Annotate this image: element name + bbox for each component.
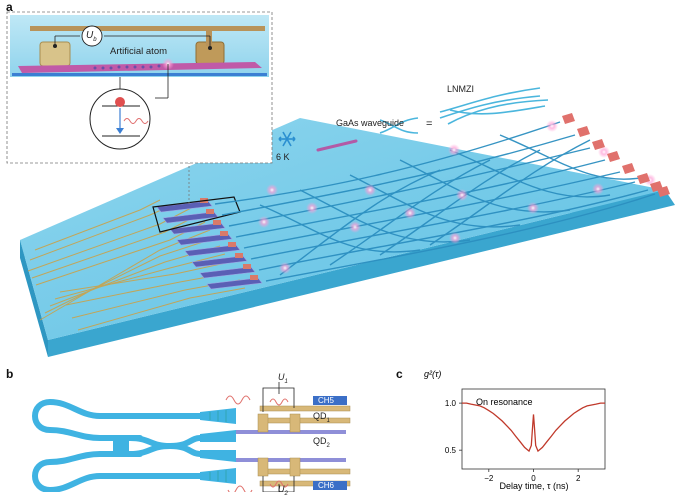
lnmzi-symbol: [379, 87, 549, 134]
voltage-subscript: b: [93, 37, 97, 43]
panel-b-circuit: [32, 382, 351, 492]
u2-label: U2: [278, 484, 288, 497]
g2-chart: −2 0 2 0.5 1.0 g²(τ) On resonance Delay time…: [424, 369, 606, 491]
directional-couplers: [32, 398, 203, 492]
snowflake-icon: [278, 131, 296, 147]
gaas-waveguide-symbol: [316, 139, 358, 152]
y-tick-label: 1.0: [445, 399, 457, 408]
qd2-subscript: 2: [326, 442, 330, 449]
temperature-label: 6 K: [276, 152, 290, 162]
voltage-symbol: U: [86, 30, 94, 41]
qd2-symbol: QD: [313, 436, 327, 446]
bias-wires: [262, 382, 295, 492]
u1-subscript: 1: [284, 378, 288, 385]
taper-gratings: [209, 410, 227, 482]
qd1-label: QD1: [313, 411, 330, 424]
inset-waveguide: [12, 62, 267, 76]
y-axis-label: g²(τ): [424, 369, 441, 379]
series-line: [462, 402, 605, 453]
u2-symbol: U: [278, 484, 285, 494]
panel-b-label: b: [6, 367, 14, 381]
u1-symbol: U: [278, 372, 285, 382]
on-resonance-annotation: On resonance: [476, 397, 533, 407]
y-tick-label: 0.5: [445, 446, 457, 455]
panel-a-label: a: [6, 0, 13, 14]
x-tick-label: −2: [484, 474, 494, 483]
x-tick-label: 0: [531, 474, 536, 483]
mzi-mesh: [214, 121, 656, 282]
u1-label: U1: [278, 372, 288, 385]
splitter-block: [113, 438, 129, 454]
tapers: [200, 408, 236, 484]
mesh-glow-spots: [258, 120, 656, 274]
qd-waveguides: [156, 200, 263, 290]
u2-subscript: 2: [284, 490, 288, 497]
gaas-waveguide-label: GaAs waveguide: [336, 118, 405, 128]
panel-c-label: c: [396, 367, 403, 381]
ch6-label: CH6: [318, 481, 335, 490]
inset-qd-dots: [93, 64, 161, 70]
qd1-subscript: 1: [326, 417, 330, 424]
ch6-box: [313, 481, 347, 490]
ch5-box: [313, 396, 347, 405]
x-axis-label: Delay time, τ (ns): [499, 481, 568, 491]
two-level-system-diagram: [89, 88, 151, 150]
inset-electrodes: [30, 25, 265, 67]
panel-b-electrodes: [257, 405, 351, 487]
artificial-atom-label: Artificial atom: [110, 46, 168, 57]
qd1-symbol: QD: [313, 411, 327, 421]
voltage-ub-label: Ub: [86, 30, 97, 43]
qd2-label: QD2: [313, 436, 330, 449]
ch5-label: CH5: [318, 396, 335, 405]
output-detectors: [562, 113, 670, 197]
lnmzi-label: LNMZI: [447, 84, 474, 94]
x-tick-label: 2: [576, 474, 581, 483]
photon-wavepackets: [225, 395, 289, 492]
equals-sign: =: [426, 118, 433, 130]
